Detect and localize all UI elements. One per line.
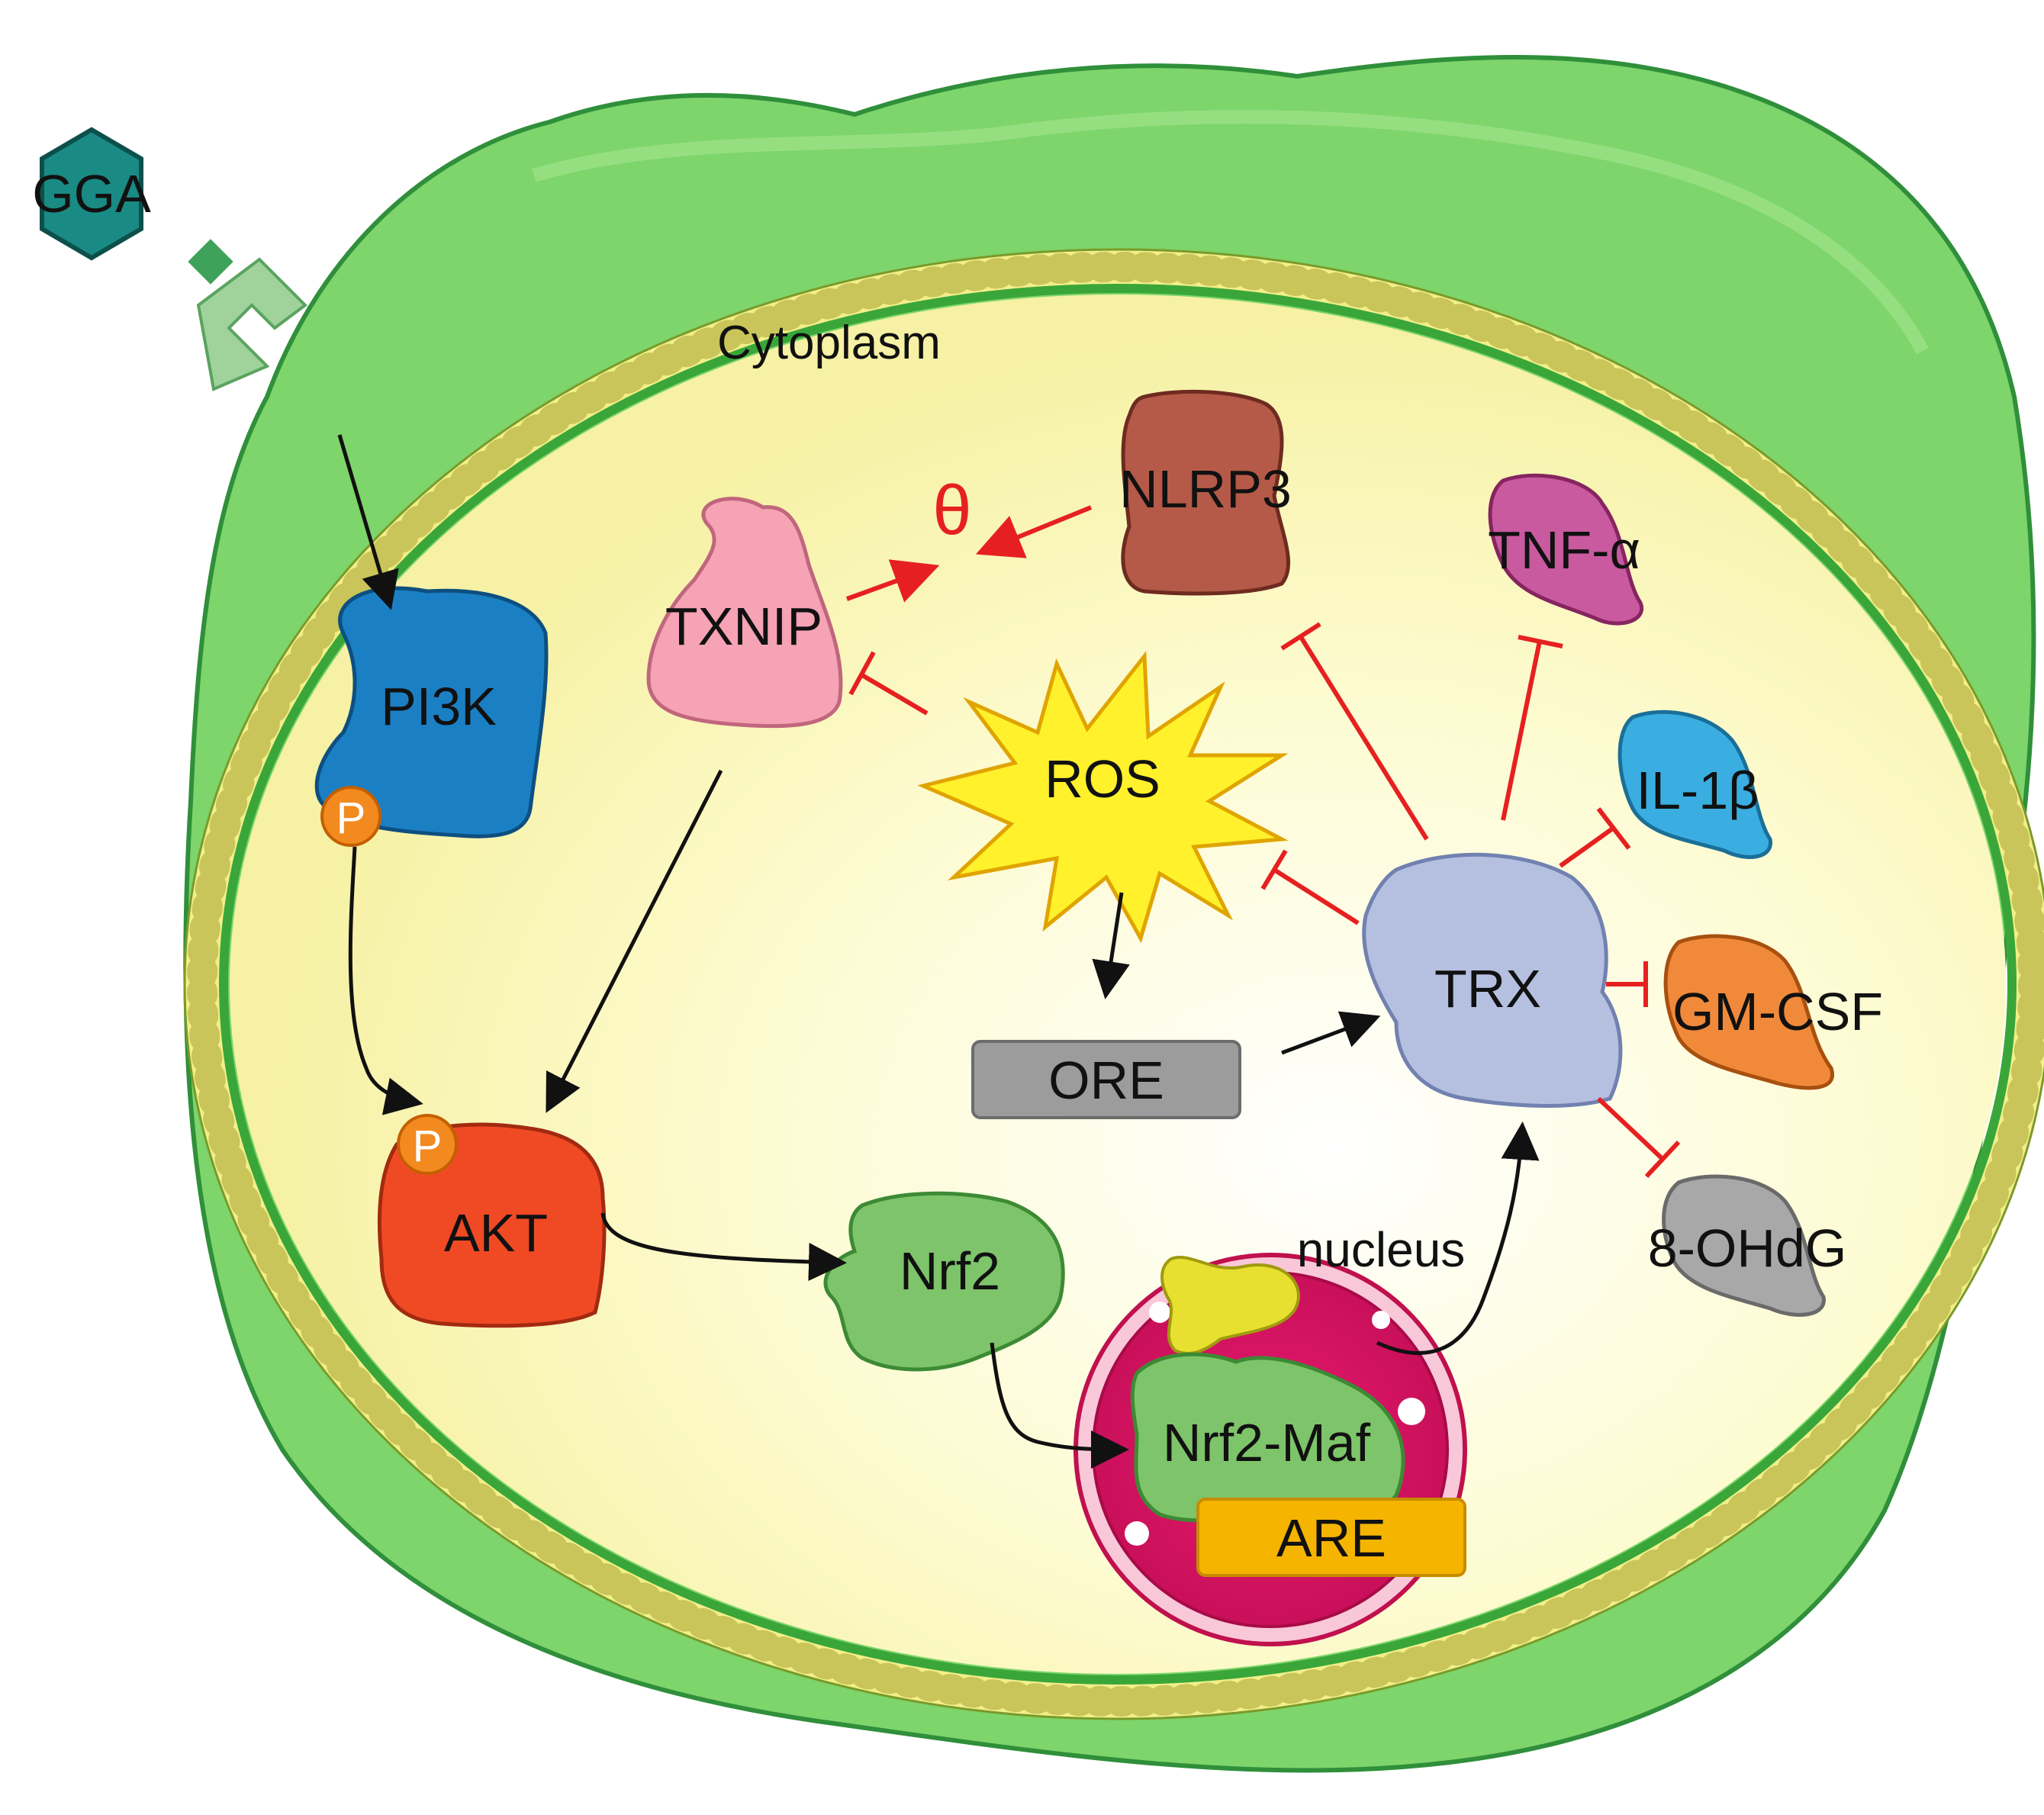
phospho-akt: P xyxy=(397,1114,458,1175)
txnip-protein: TXNIP xyxy=(646,497,843,729)
nrf2-label: Nrf2 xyxy=(900,1241,1000,1301)
phospho-akt-label: P xyxy=(413,1122,443,1171)
ore-box: ORE xyxy=(971,1040,1241,1119)
nrf2-maf-label: Nrf2-Maf xyxy=(1163,1413,1371,1472)
inhibit-trx-nlrp3 xyxy=(1299,636,1429,841)
are-label: ARE xyxy=(1276,1508,1386,1568)
ros-label: ROS xyxy=(1045,749,1160,809)
pi3k-label: PI3K xyxy=(381,677,497,736)
tnfa-protein: TNF-α xyxy=(1488,473,1644,626)
gmcsf-protein: GM-CSF xyxy=(1663,934,1883,1090)
inhibit-trx-8ohdg xyxy=(1596,1096,1666,1162)
theta-symbol: θ xyxy=(932,471,971,549)
receptor xyxy=(188,239,308,391)
inhibit-trx-tnfa-bar xyxy=(1518,635,1563,648)
inhibit-trx-ros-bar xyxy=(1260,849,1288,890)
theta-arrows xyxy=(845,505,1093,603)
arrow-pi3k-akt xyxy=(348,846,423,1115)
cell-fold-highlight xyxy=(532,110,1929,355)
nlrp3-label: NLRP3 xyxy=(1119,459,1292,519)
arrow-txnip-akt xyxy=(546,769,723,1113)
akt-protein: AKT xyxy=(377,1122,607,1328)
il1b-label: IL-1β xyxy=(1637,761,1759,820)
nlrp3-protein: NLRP3 xyxy=(1119,389,1292,596)
trx-protein: TRX xyxy=(1362,852,1623,1108)
ore-label: ORE xyxy=(1048,1051,1164,1110)
phospho-pi3k-label: P xyxy=(336,793,366,843)
inhibit-ros-txnip-bar xyxy=(848,651,876,696)
inhibit-trx-tnfa xyxy=(1501,640,1542,821)
nucleus: nucleus Nrf2-Maf ARE xyxy=(1074,1222,1467,1646)
txnip-label: TXNIP xyxy=(665,597,822,656)
arrow-nlrp3-theta xyxy=(975,505,1093,558)
arrow-ore-trx xyxy=(1281,1011,1381,1055)
trx-label: TRX xyxy=(1434,959,1541,1019)
gga-label: GGA xyxy=(32,164,151,224)
nucleus-label: nucleus xyxy=(1297,1222,1466,1277)
are-box xyxy=(1196,1498,1466,1577)
inhibit-trx-nlrp3-bar xyxy=(1280,622,1321,651)
inhibit-trx-ros xyxy=(1273,867,1360,925)
pi3k-protein: PI3K xyxy=(314,586,549,838)
inhibit-ros-txnip xyxy=(861,673,929,716)
inhibit-trx-il1b xyxy=(1559,825,1615,868)
il1b-protein: IL-1β xyxy=(1617,710,1772,859)
activation-arrows xyxy=(337,434,1540,1469)
inhibition-lines xyxy=(848,622,1681,1179)
membrane-inner-line xyxy=(219,284,2017,1685)
8ohdg-protein: 8-OHdG xyxy=(1648,1174,1847,1317)
arrow-receptor-pi3k xyxy=(337,434,399,610)
membrane-bead-outline-outer xyxy=(183,248,2044,1720)
membrane-bead-dots xyxy=(187,252,2044,1717)
8ohdg-label: 8-OHdG xyxy=(1648,1218,1847,1278)
tnfa-label: TNF-α xyxy=(1488,520,1640,580)
nucleus-yellow-factor xyxy=(1160,1256,1300,1355)
arrow-nucleus-trx xyxy=(1376,1122,1540,1355)
arrow-txnip-theta xyxy=(845,559,940,603)
cytoplasm-label: Cytoplasm xyxy=(717,317,941,369)
arrow-nrf2-nucleus xyxy=(990,1342,1129,1469)
phospho-pi3k: P xyxy=(320,786,381,847)
inhibit-trx-8ohdg-bar xyxy=(1644,1140,1681,1179)
inhibit-trx-il1b-bar xyxy=(1596,807,1631,850)
arrow-ros-ore xyxy=(1092,892,1130,999)
gga-molecule: GGA xyxy=(32,127,151,261)
arrow-akt-nrf2 xyxy=(600,1212,847,1281)
ros-burst: ROS xyxy=(917,651,1289,944)
akt-label: AKT xyxy=(444,1203,548,1263)
gmcsf-label: GM-CSF xyxy=(1672,982,1883,1041)
nrf2-protein: Nrf2 xyxy=(823,1191,1065,1372)
